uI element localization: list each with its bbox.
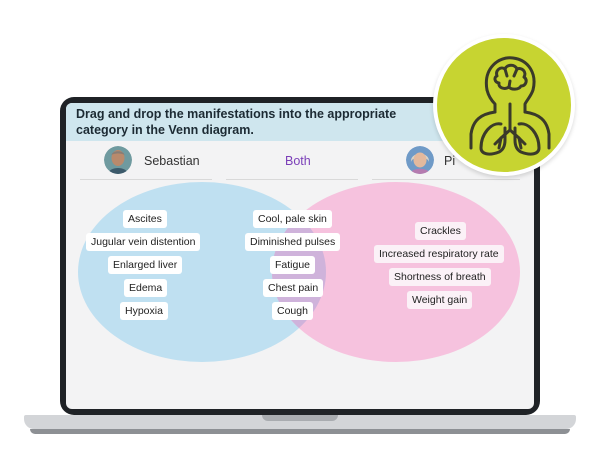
brain-lungs-icon [437, 38, 571, 172]
chip-enlarged-liver[interactable]: Enlarged liver [108, 256, 182, 274]
chip-weight-gain[interactable]: Weight gain [407, 291, 472, 309]
chip-crackles[interactable]: Crackles [415, 222, 466, 240]
chip-fatigue[interactable]: Fatigue [270, 256, 315, 274]
chip-diminished-pulses[interactable]: Diminished pulses [245, 233, 340, 251]
laptop-base-shadow [30, 429, 570, 434]
chip-jugular-vein-distention[interactable]: Jugular vein distention [86, 233, 200, 251]
chip-chest-pain[interactable]: Chest pain [263, 279, 323, 297]
chip-cool-pale-skin[interactable]: Cool, pale skin [253, 210, 332, 228]
chip-cough[interactable]: Cough [272, 302, 313, 320]
chip-hypoxia[interactable]: Hypoxia [120, 302, 168, 320]
chip-shortness-of-breath[interactable]: Shortness of breath [389, 268, 491, 286]
respiratory-badge [433, 34, 575, 176]
chip-ascites[interactable]: Ascites [123, 210, 167, 228]
chip-increased-respiratory-rate[interactable]: Increased respiratory rate [374, 245, 504, 263]
laptop-trackpad-notch [262, 415, 338, 421]
chip-edema[interactable]: Edema [124, 279, 167, 297]
